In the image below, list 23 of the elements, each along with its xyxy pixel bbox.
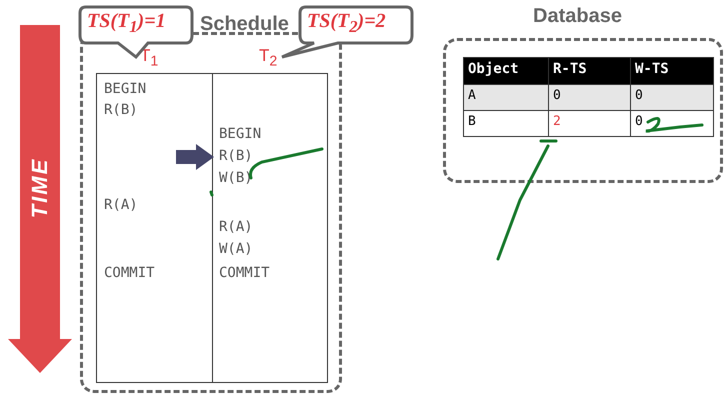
table-cell: A xyxy=(463,84,549,111)
operation-text: R(B) xyxy=(219,148,253,164)
operation-text: COMMIT xyxy=(219,265,270,281)
header-cell: R-TS xyxy=(548,57,631,85)
frame-title: Schedule xyxy=(200,13,289,36)
operation-text: R(A) xyxy=(104,197,138,213)
header-cell: W-TS xyxy=(630,57,714,85)
operation-text: R(A) xyxy=(219,219,253,235)
operation-text: BEGIN xyxy=(219,126,262,142)
operation-text: W(B) xyxy=(219,170,253,186)
table-cell: 0 xyxy=(548,84,631,111)
operation-text: COMMIT xyxy=(104,265,155,281)
operation-text: W(A) xyxy=(219,241,253,257)
operation-text: R(B) xyxy=(104,102,138,118)
timestamp-label: TS(T$_{1}$)=1 xyxy=(87,10,166,37)
frame-title: Database xyxy=(533,5,622,28)
timestamp-label: TS(T$_{2}$)=2 xyxy=(307,10,386,37)
axis-label: TIME xyxy=(27,158,53,218)
column-header: T$_{2}$ xyxy=(259,46,278,70)
table-cell: B xyxy=(463,110,549,137)
header-cell: Object xyxy=(463,57,549,85)
operation-text: BEGIN xyxy=(104,81,146,97)
table-cell: 0 xyxy=(630,84,714,111)
